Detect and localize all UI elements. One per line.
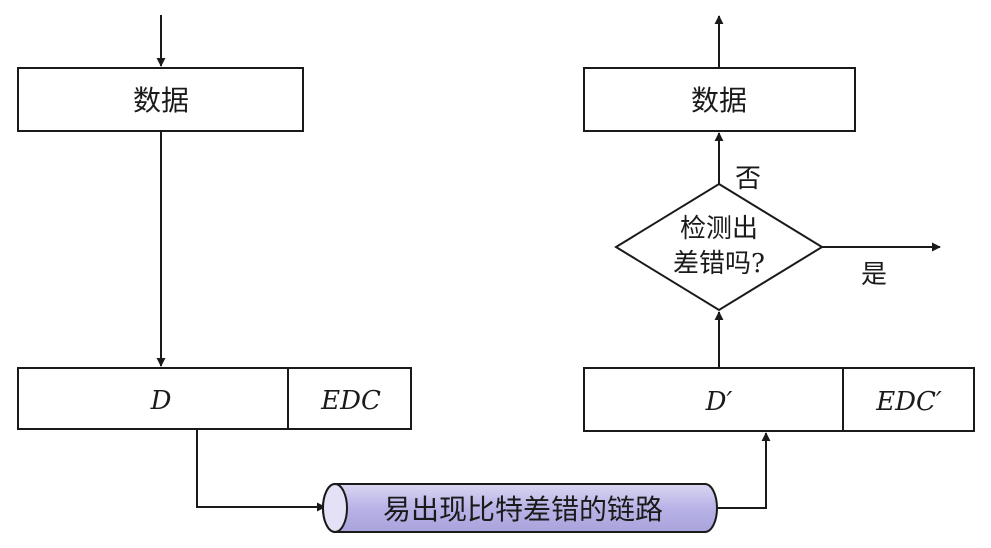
sender-packet: D EDC <box>17 367 412 430</box>
link-to-receiver-arrow <box>717 432 771 509</box>
yes-label: 是 <box>861 260 887 290</box>
sender-data-label: 数据 <box>133 84 189 117</box>
receiver-d-field: D′ <box>705 387 733 417</box>
decision-diamond <box>614 182 824 312</box>
sender-to-link-arrow <box>196 429 326 512</box>
sender-d-field: D <box>150 386 172 416</box>
decision-line-1: 检测出 <box>680 214 758 244</box>
receiver-edc-field: EDC′ <box>875 387 942 417</box>
error-check-decision: 检测出 差错吗? <box>614 182 824 312</box>
receiver-packet: D′ EDC′ <box>583 367 975 432</box>
no-label: 否 <box>735 164 761 194</box>
sender-edc-field: EDC <box>320 386 381 416</box>
error-prone-link: 易出现比特差错的链路 <box>322 483 718 533</box>
receiver-packet-box <box>583 367 975 432</box>
decision-line-2: 差错吗? <box>673 249 765 279</box>
sender-packet-box <box>17 367 412 430</box>
link-cylinder-cap <box>322 483 348 533</box>
receiver-data-label: 数据 <box>691 84 747 117</box>
receiver-data-box <box>583 67 856 132</box>
link-label: 易出现比特差错的链路 <box>383 493 663 526</box>
